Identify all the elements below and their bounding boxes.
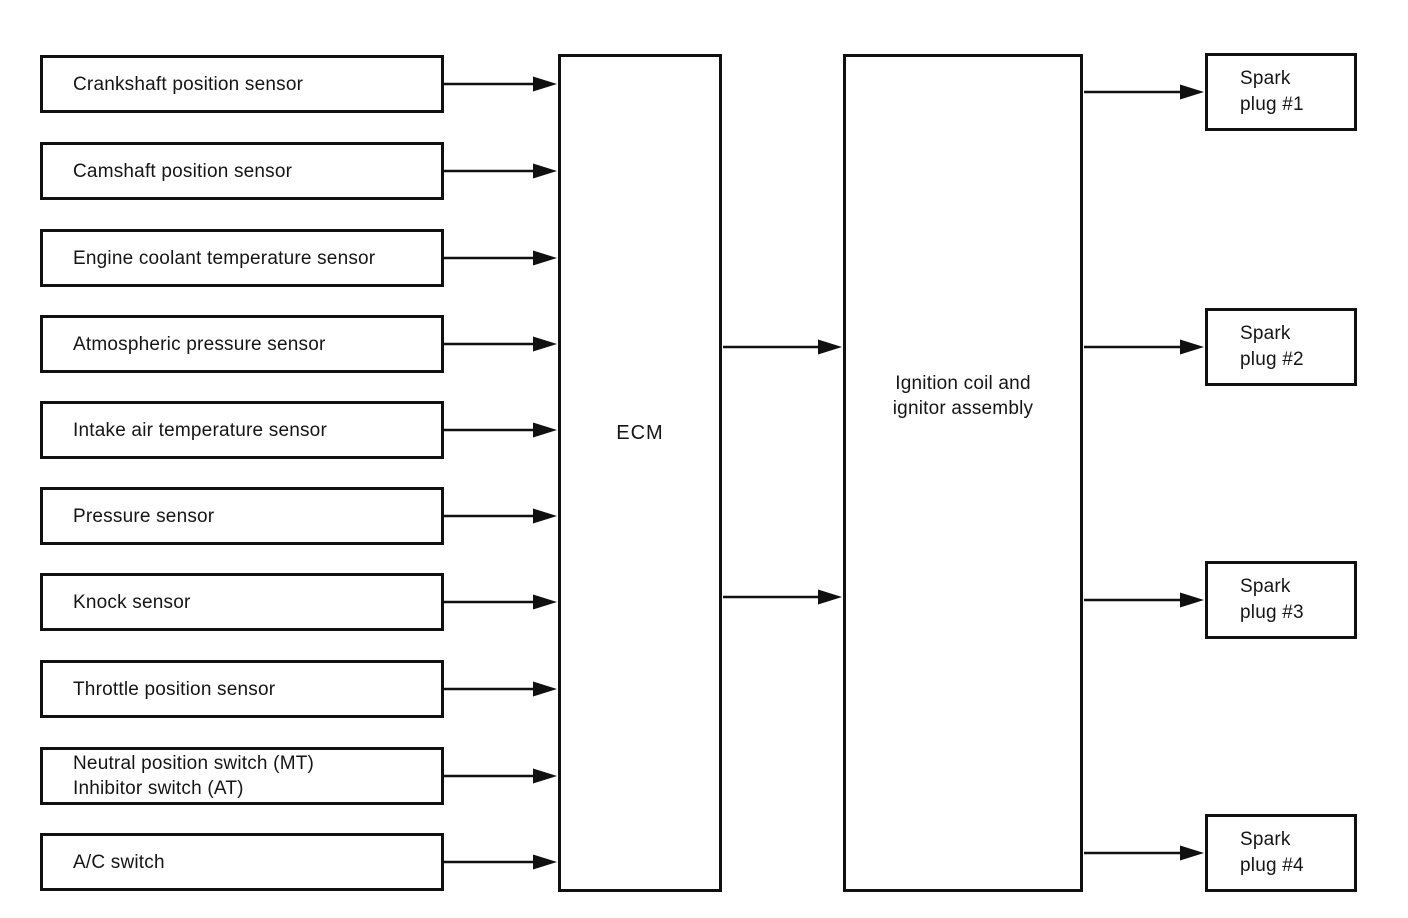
ecm-label: ECM	[616, 422, 664, 444]
sensor-box-8-label: Throttle position sensor	[73, 678, 276, 700]
ignition-coil-label: Ignition coil and ignitor assembly	[892, 373, 1034, 419]
spark-plug-box-3-label: Spark plug #3	[1240, 576, 1304, 623]
sensor-box-4: Atmospheric pressure sensor	[40, 315, 444, 373]
arrowhead-icon	[533, 768, 557, 784]
sensor-box-2: Camshaft position sensor	[40, 142, 444, 200]
arrowhead-icon	[818, 589, 842, 605]
spark-plug-box-1: Spark plug #1	[1205, 53, 1357, 131]
sensor-box-4-label: Atmospheric pressure sensor	[73, 333, 326, 355]
arrowhead-icon	[818, 339, 842, 355]
arrowhead-icon	[533, 508, 557, 524]
arrowhead-icon	[533, 250, 557, 266]
arrowhead-icon	[533, 681, 557, 697]
sensor-box-9: Neutral position switch (MT) Inhibitor s…	[40, 747, 444, 805]
sensor-box-3-label: Engine coolant temperature sensor	[73, 247, 376, 269]
arrowhead-icon	[533, 854, 557, 870]
sensor-box-5-label: Intake air temperature sensor	[73, 419, 327, 441]
spark-plug-box-1-label: Spark plug #1	[1240, 68, 1304, 115]
arrowhead-icon	[533, 76, 557, 92]
ignition-coil-box: Ignition coil and ignitor assembly	[843, 54, 1083, 892]
arrowhead-icon	[533, 594, 557, 610]
spark-plug-box-4: Spark plug #4	[1205, 814, 1357, 892]
arrowhead-icon	[1180, 592, 1204, 608]
arrowhead-icon	[1180, 845, 1204, 861]
sensor-box-5: Intake air temperature sensor	[40, 401, 444, 459]
sensor-box-7: Knock sensor	[40, 573, 444, 631]
arrowhead-icon	[1180, 339, 1204, 355]
arrowhead-icon	[533, 422, 557, 438]
ecm-box: ECM	[558, 54, 722, 892]
arrowhead-icon	[533, 336, 557, 352]
sensor-box-6: Pressure sensor	[40, 487, 444, 545]
sensor-box-1-label: Crankshaft position sensor	[73, 73, 304, 95]
arrowhead-icon	[533, 163, 557, 179]
sensor-box-10: A/C switch	[40, 833, 444, 891]
sensor-box-10-label: A/C switch	[73, 851, 165, 873]
sensor-box-7-label: Knock sensor	[73, 591, 191, 613]
sensor-box-8: Throttle position sensor	[40, 660, 444, 718]
sensor-box-9-label: Neutral position switch (MT) Inhibitor s…	[73, 753, 315, 799]
sensor-box-3: Engine coolant temperature sensor	[40, 229, 444, 287]
spark-plug-box-2-label: Spark plug #2	[1240, 323, 1304, 370]
spark-plug-box-2: Spark plug #2	[1205, 308, 1357, 386]
spark-plug-box-4-label: Spark plug #4	[1240, 829, 1304, 876]
sensor-box-1: Crankshaft position sensor	[40, 55, 444, 113]
arrowhead-icon	[1180, 84, 1204, 100]
sensor-box-2-label: Camshaft position sensor	[73, 160, 293, 182]
spark-plug-box-3: Spark plug #3	[1205, 561, 1357, 639]
sensor-box-6-label: Pressure sensor	[73, 505, 215, 527]
